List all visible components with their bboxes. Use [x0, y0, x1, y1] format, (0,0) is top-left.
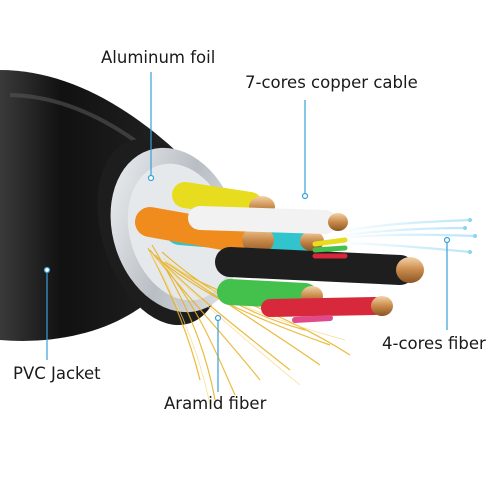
- label-copper-cable: 7-cores copper cable: [245, 73, 418, 92]
- label-fiber-cores: 4-cores fiber: [382, 334, 486, 353]
- label-aramid-fiber: Aramid fiber: [164, 394, 267, 413]
- small-wires: [292, 237, 348, 323]
- black-core: [215, 247, 424, 285]
- leader-dots: [43, 174, 451, 322]
- label-pvc-jacket: PVC Jacket: [13, 364, 101, 383]
- white-core: [188, 206, 348, 234]
- fiber-strands: [337, 218, 476, 254]
- red-core: [261, 296, 393, 317]
- label-aluminum-foil: Aluminum foil: [101, 48, 216, 67]
- orange-core: [135, 207, 274, 254]
- fiber-core-tips: [463, 218, 477, 254]
- leader-lines: [46, 72, 448, 392]
